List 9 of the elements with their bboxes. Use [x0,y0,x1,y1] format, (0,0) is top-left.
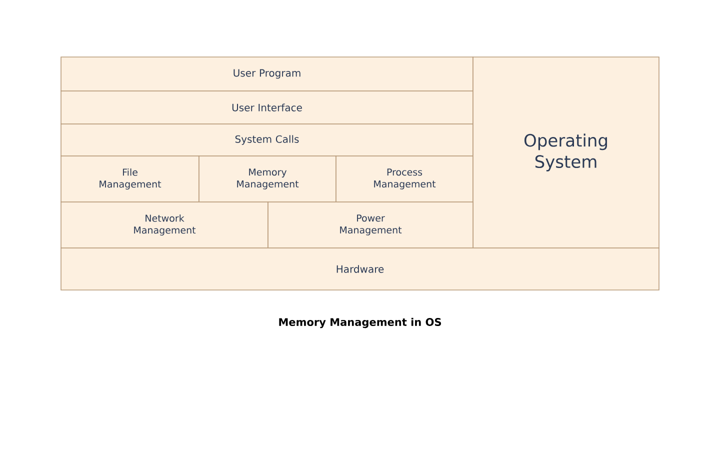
layer-box: User Program [60,56,474,92]
layer-box: File Management [60,156,200,202]
layer-box: Memory Management [198,156,336,202]
layer-box: Operating System [472,56,660,248]
layer-box: Network Management [60,202,268,248]
layer-box: User Interface [60,90,474,124]
caption: Memory Management in OS [279,318,441,328]
layer-box: Power Management [268,202,474,248]
layer-box: Process Management [336,156,474,202]
